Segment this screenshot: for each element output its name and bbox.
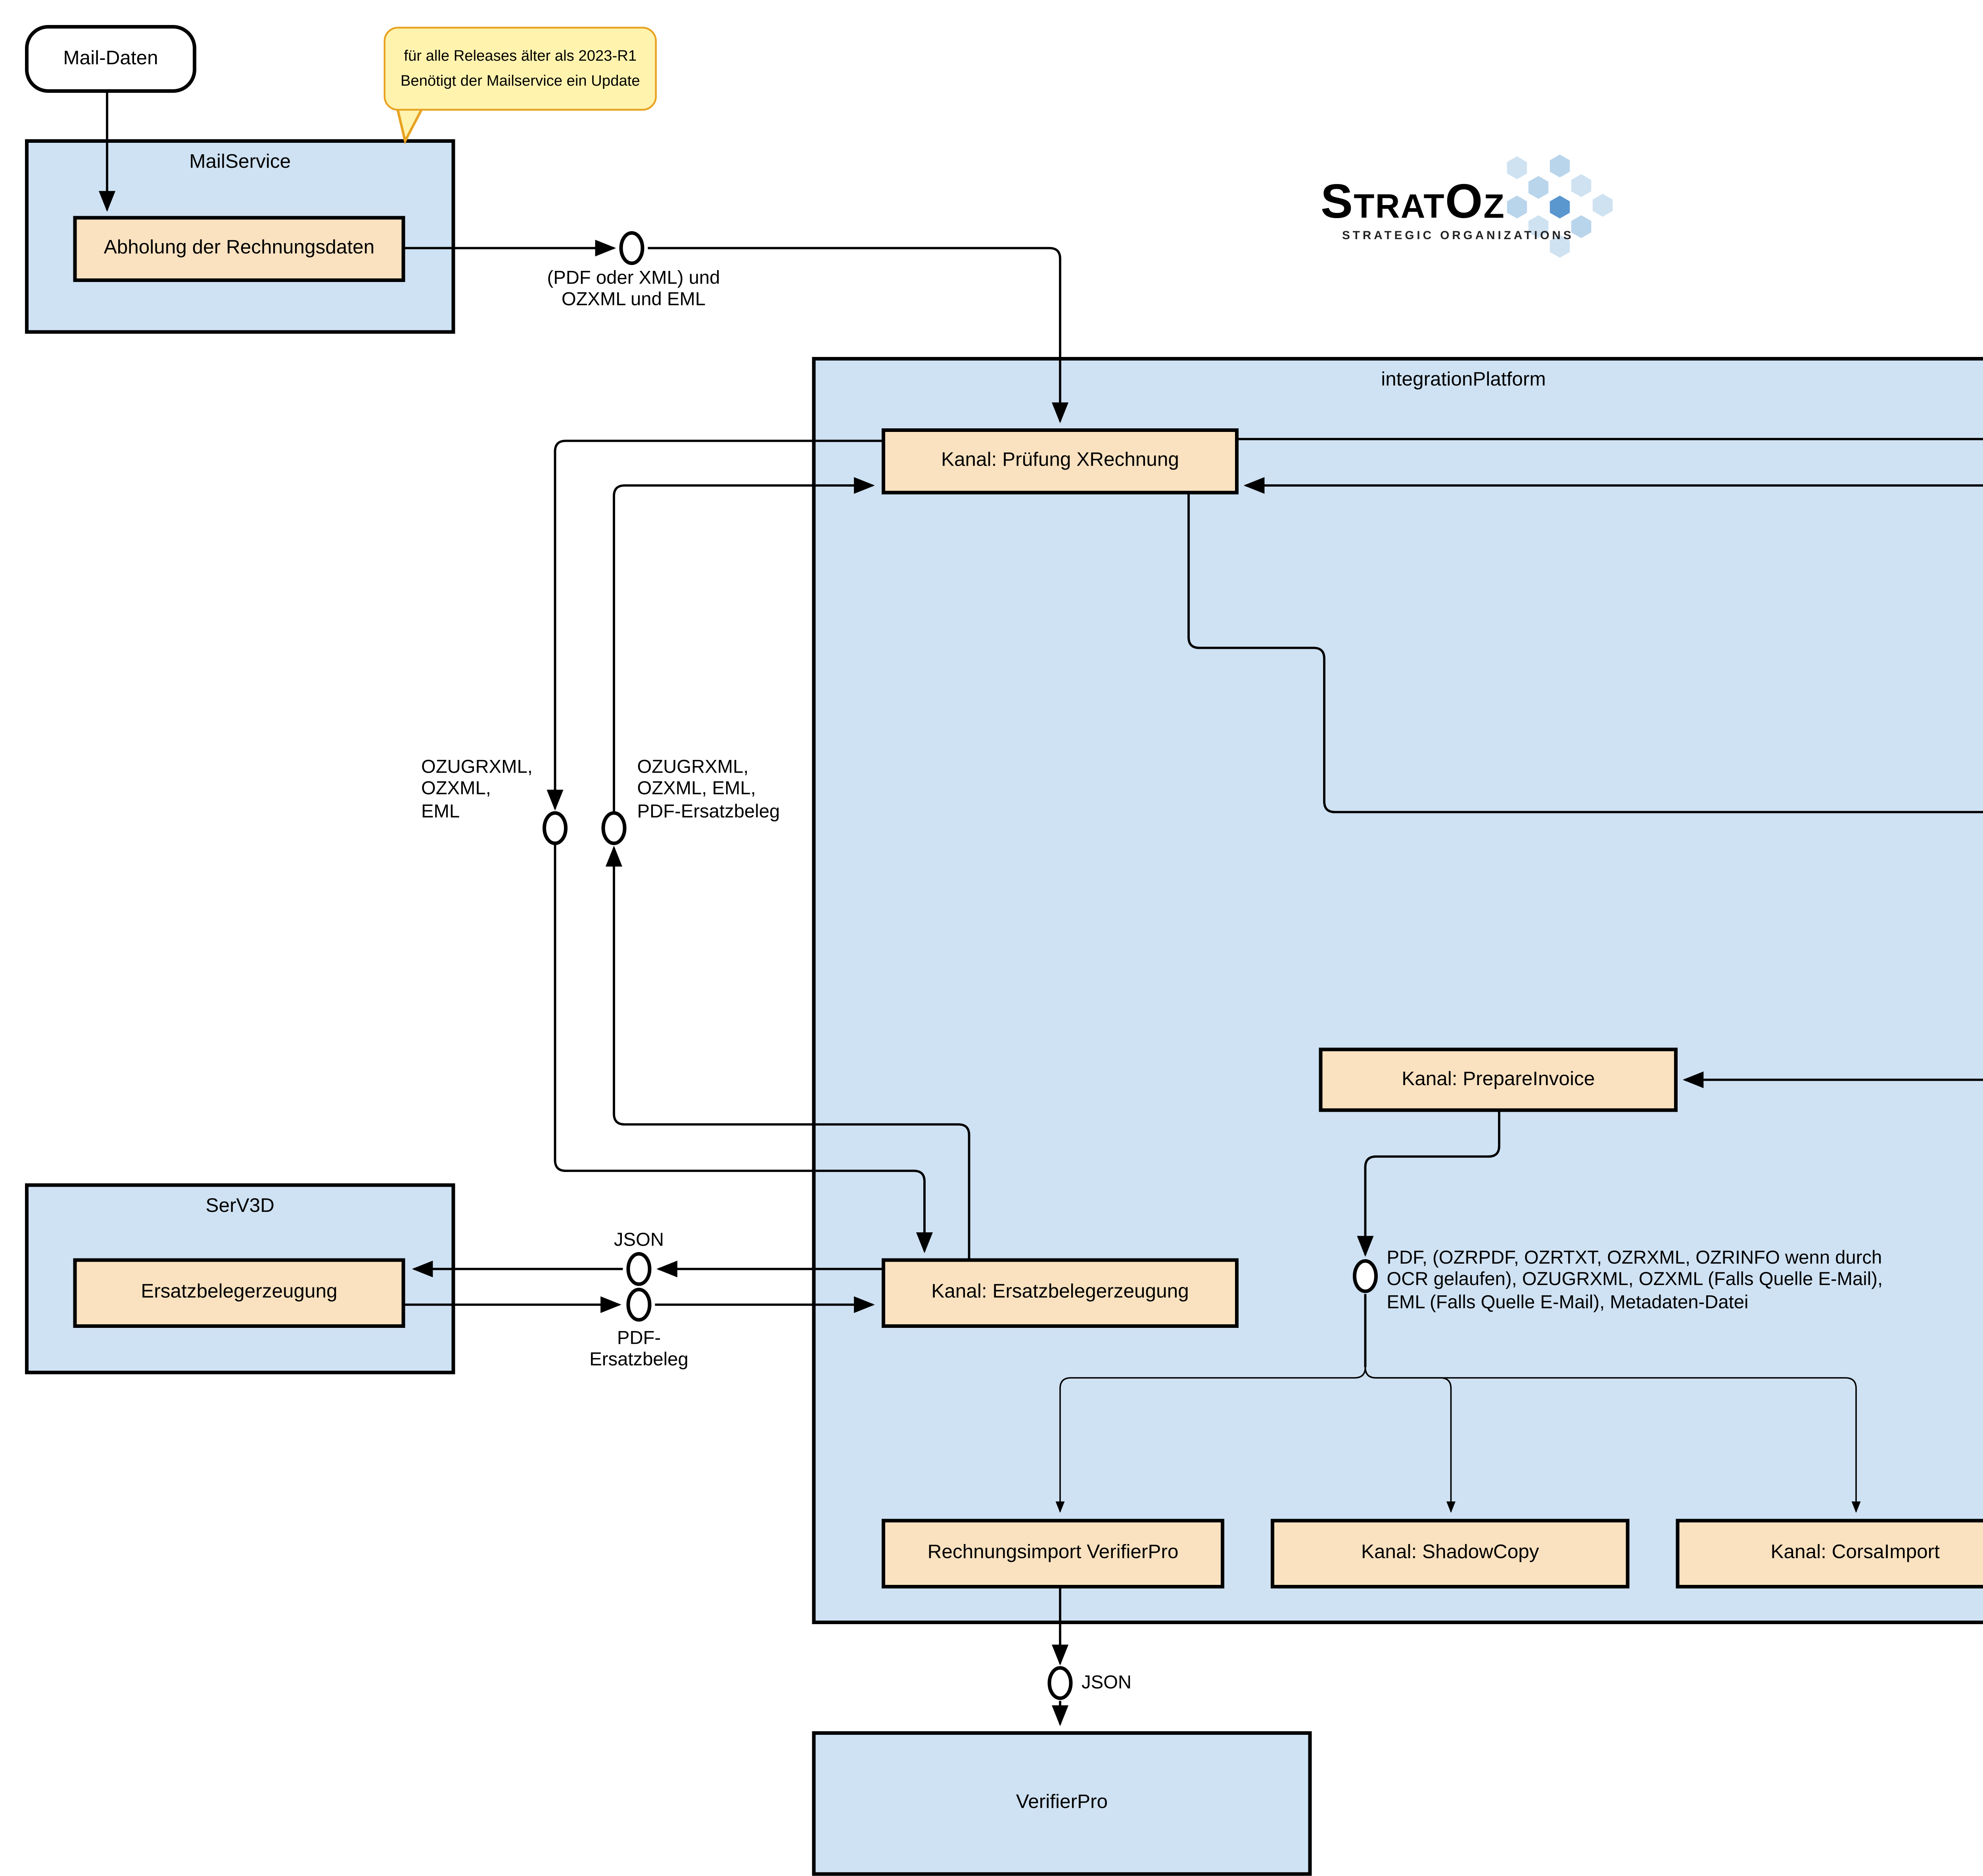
rechnungsimport-verifierpro[interactable]: Rechnungsimport VerifierPro [882, 1519, 1224, 1588]
serv3d-title: SerV3D [205, 1196, 274, 1217]
mailservice-title: MailService [189, 152, 291, 173]
kanal-prepareinvoice[interactable]: Kanal: PrepareInvoice [1319, 1047, 1678, 1112]
kanal-shadowcopy-label: Kanal: ShadowCopy [1361, 1542, 1539, 1564]
kanal-prepareinvoice-label: Kanal: PrepareInvoice [1402, 1068, 1595, 1090]
edge-label-prepare-out: PDF, (OZRPDF, OZRTXT, OZRXML, OZRINFO we… [1387, 1247, 1883, 1314]
msg-circle [1047, 1666, 1073, 1700]
kanal-pruefung-label: Kanal: Prüfung XRechnung [941, 450, 1179, 472]
release-note[interactable]: für alle Releases älter als 2023-R1 Benö… [384, 27, 657, 111]
msg-circle [543, 811, 568, 845]
msg-circle [619, 231, 644, 265]
mail-daten-label: Mail-Daten [63, 48, 158, 69]
edge-label-json-bottom: JSON [1082, 1672, 1132, 1694]
abholung-process[interactable]: Abholung der Rechnungsdaten [73, 216, 405, 282]
mail-daten-node[interactable]: Mail-Daten [25, 25, 196, 93]
msg-circle [601, 811, 627, 845]
stratoz-tagline: STRATEGIC ORGANIZATIONS [1342, 230, 1574, 243]
edge-label-down-loop: OZUGRXML, OZXML, EML [421, 757, 533, 823]
kanal-ersatzbelegerzeugung-label: Kanal: Ersatzbelegerzeugung [931, 1281, 1189, 1303]
msg-circle [626, 1252, 652, 1286]
integration-platform-box[interactable]: integrationPlatform [812, 357, 1983, 1624]
edge-label-up-loop: OZUGRXML, OZXML, EML, PDF-Ersatzbeleg [637, 757, 780, 823]
edge-label-json-out: JSON [614, 1230, 664, 1251]
verifierpro-box[interactable]: VerifierPro [812, 1731, 1312, 1876]
abholung-label: Abholung der Rechnungsdaten [104, 238, 375, 259]
msg-circle [626, 1287, 652, 1322]
kanal-corsaimport-label: Kanal: CorsaImport [1770, 1542, 1940, 1564]
stratoz-hexagons-icon [1505, 152, 1615, 260]
ersatzbelegerzeugung-label: Ersatzbelegerzeugung [141, 1281, 338, 1303]
kanal-shadowcopy[interactable]: Kanal: ShadowCopy [1271, 1519, 1630, 1588]
release-note-text: für alle Releases älter als 2023-R1 Benö… [400, 47, 640, 88]
integration-platform-title: integrationPlatform [1381, 369, 1546, 391]
stratoz-logo: StratOz STRATEGIC ORGANIZATIONS [1321, 178, 1574, 243]
edge-label-pdf-ersatzbeleg: PDF- Ersatzbeleg [589, 1328, 688, 1372]
stratoz-wordmark: StratOz [1321, 175, 1505, 228]
edge-label-mail-out: (PDF oder XML) und OZXML und EML [547, 268, 720, 312]
ersatzbelegerzeugung-process[interactable]: Ersatzbelegerzeugung [73, 1258, 405, 1328]
kanal-corsaimport[interactable]: Kanal: CorsaImport [1676, 1519, 1983, 1588]
kanal-pruefung-xrechnung[interactable]: Kanal: Prüfung XRechnung [882, 428, 1239, 495]
rechnungsimport-label: Rechnungsimport VerifierPro [927, 1542, 1179, 1564]
kanal-ersatzbelegerzeugung[interactable]: Kanal: Ersatzbelegerzeugung [882, 1258, 1239, 1328]
verifierpro-label: VerifierPro [1016, 1792, 1108, 1814]
